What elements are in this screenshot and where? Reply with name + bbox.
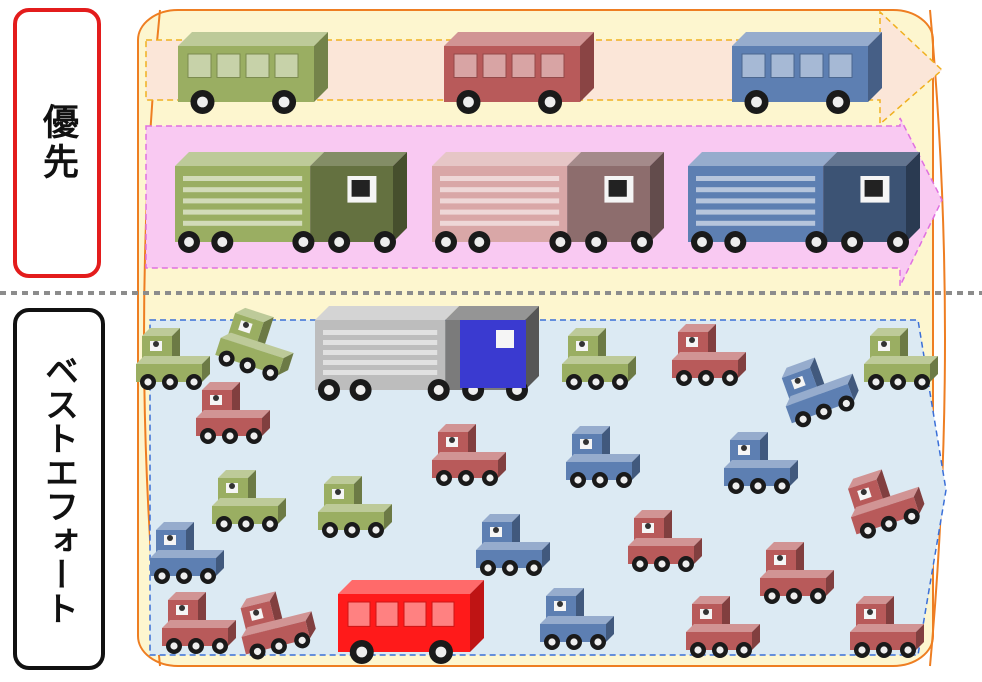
bus-blue [732,32,882,114]
car-18 [162,592,236,654]
priority-label-box: 優先 [13,8,101,278]
car-4 [562,328,636,390]
car-7 [864,328,938,390]
car-1 [136,328,210,390]
car-19 [240,591,316,660]
car-8 [432,424,506,486]
truck-green [175,152,407,253]
car-20 [540,588,614,650]
truck-pink [432,152,664,253]
car-9 [566,426,640,488]
car-22 [850,596,924,658]
car-13 [318,476,392,538]
truck-gray-cab-window [496,330,514,348]
car-12 [212,470,286,532]
vehicles-layer [136,32,938,664]
priority-label: 優先 [37,103,78,183]
truck-gray-cab [460,320,526,388]
bus-green [178,32,328,114]
car-10 [724,432,798,494]
car-15 [476,514,550,576]
car-17 [760,542,834,604]
best-effort-label: ベストエフォート [38,353,79,625]
best-effort-area [149,319,947,656]
bus-bright-red [338,580,484,664]
car-6 [781,357,859,428]
car-5 [672,324,746,386]
car-11 [848,469,925,539]
pipe-end-ellipse [929,9,946,667]
best-effort-label-box: ベストエフォート [13,308,105,670]
car-14 [150,522,224,584]
car-3 [196,382,270,444]
car-2 [215,307,294,381]
truck-blue [688,152,920,253]
car-21 [686,596,760,658]
car-16 [628,510,702,572]
bus-red [444,32,594,114]
